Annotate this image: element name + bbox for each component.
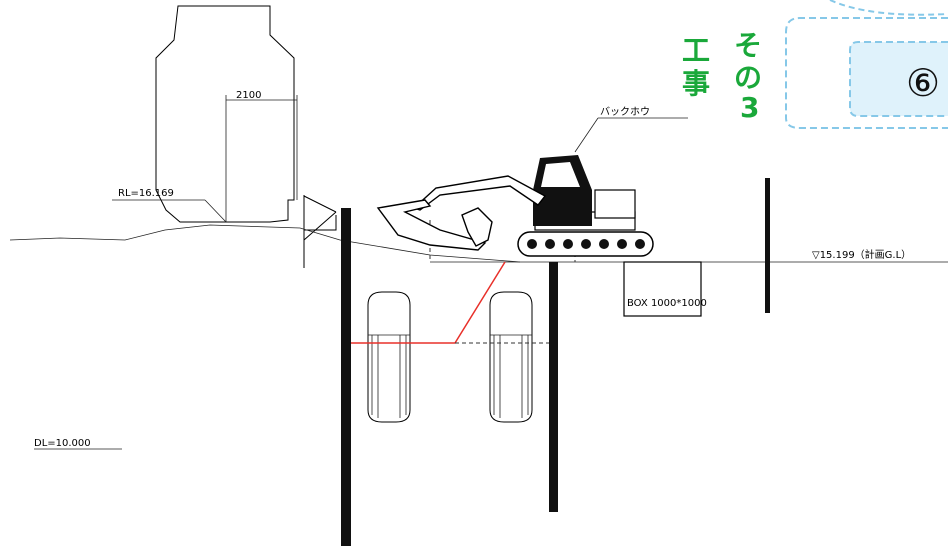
title-char-3: そ: [734, 29, 762, 62]
callout-top-arc: [829, 0, 948, 16]
title-char-4: の: [734, 61, 762, 94]
ground-line-left: [9, 224, 521, 263]
retaining-bracket: [303, 195, 337, 268]
tunnel-outline: [155, 5, 295, 223]
excavation-red-line: [351, 261, 506, 344]
backhoe-excavator: [376, 155, 654, 257]
pipe-left: [367, 291, 411, 423]
callout-inner-box: [849, 41, 948, 117]
title-char-2: 事: [682, 67, 710, 100]
gl-level-label: ▽15.199（計画G.L）: [812, 248, 911, 261]
sheet-pile-right: [765, 178, 770, 313]
pipe-right: [489, 291, 533, 423]
title-char-5: 3: [740, 91, 759, 124]
box-culvert-label: BOX 1000*1000: [627, 298, 707, 309]
crown-rl-label: RL=16.169: [118, 188, 174, 199]
backhoe-label: バックホウ: [600, 106, 650, 118]
callout-box-text: ⑥: [906, 61, 940, 105]
title-char-1: 工: [682, 34, 710, 67]
work-title-vertical: 工 事 そ の 3: [682, 29, 762, 124]
datum-level-label: DL=10.000: [34, 438, 91, 449]
box-culvert: [623, 261, 702, 317]
backhoe-leader: [574, 117, 599, 153]
rl-leader-diag: [204, 199, 227, 223]
sheet-pile-center: [549, 262, 558, 512]
dim-2100-label: 2100: [236, 90, 261, 101]
sheet-pile-left: [341, 208, 351, 546]
